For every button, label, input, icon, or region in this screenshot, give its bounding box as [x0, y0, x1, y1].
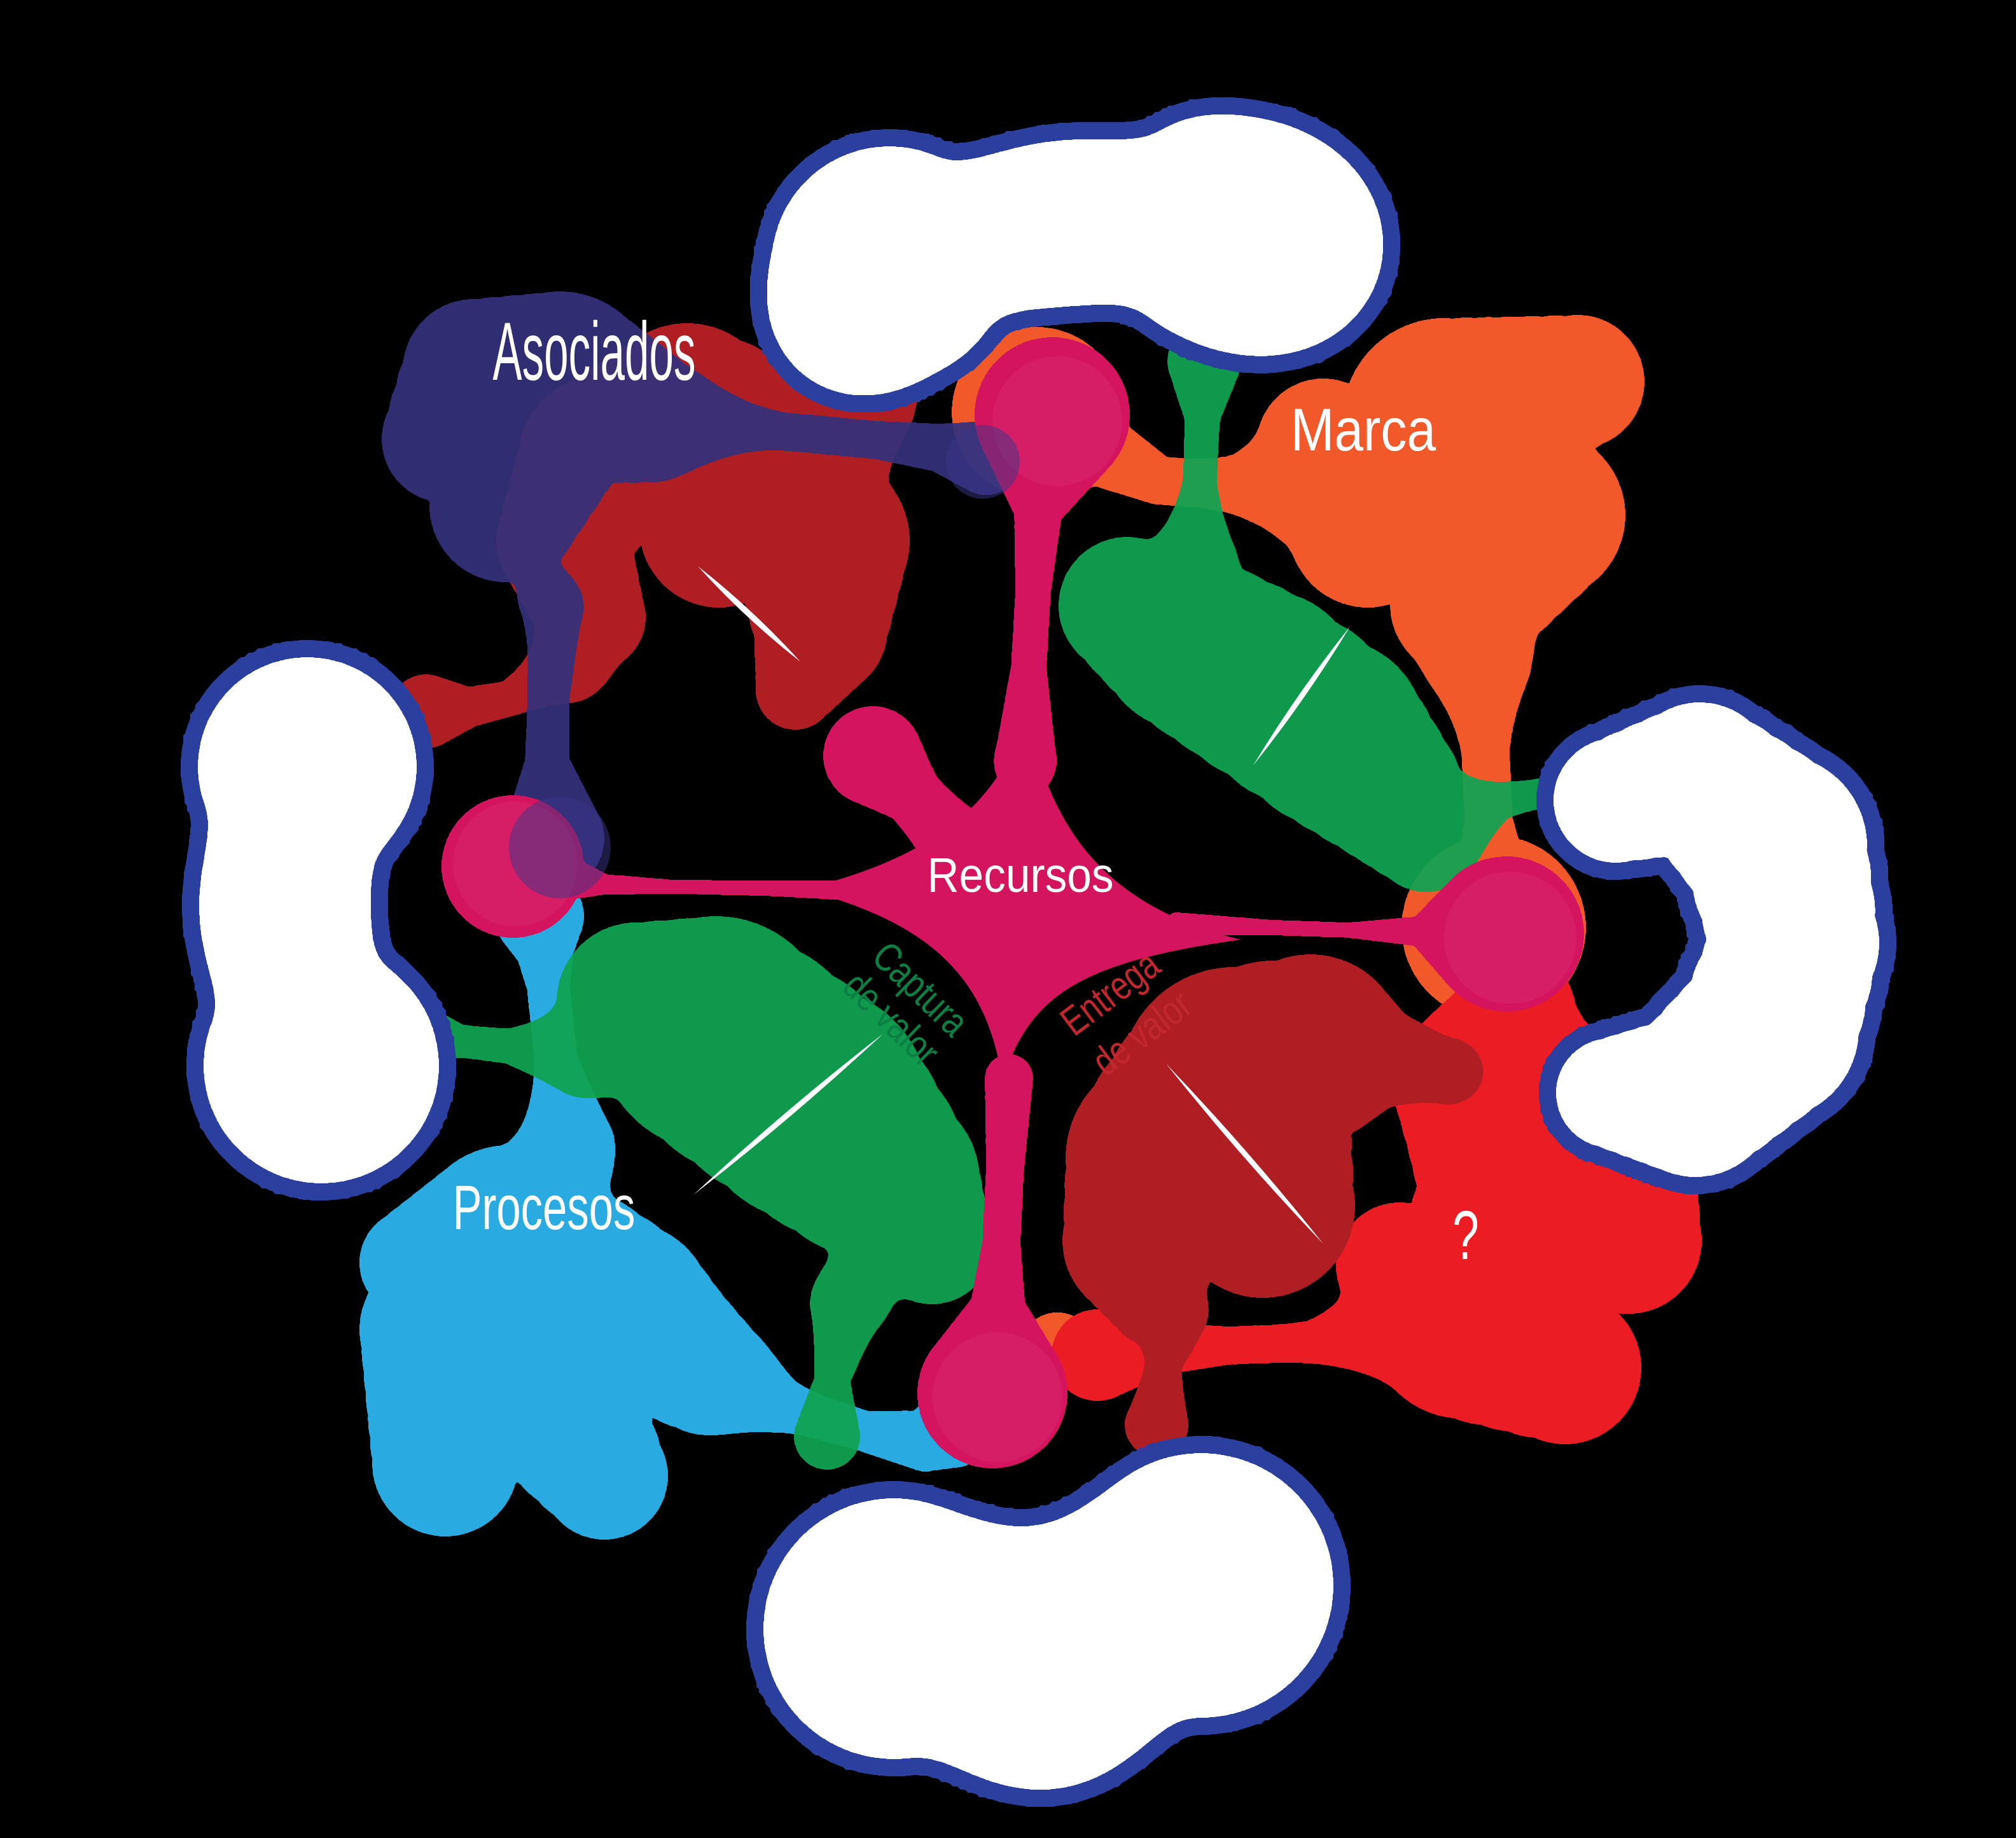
svg-text:Recursos: Recursos — [927, 848, 1113, 903]
svg-text:Procesos: Procesos — [453, 1173, 636, 1243]
svg-text:Marca: Marca — [1291, 396, 1436, 463]
svg-text:?: ? — [1452, 1196, 1479, 1274]
svg-text:Asociados: Asociados — [492, 306, 695, 398]
